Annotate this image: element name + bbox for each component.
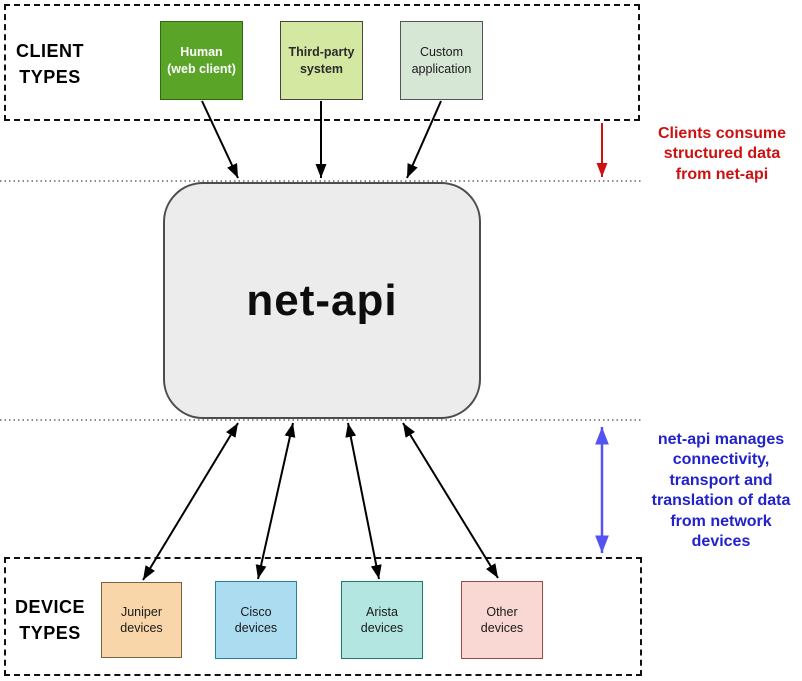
client-types-frame — [4, 4, 640, 121]
node-cisco-devices: Cisco devices — [215, 581, 297, 659]
node-net-api: net-api — [163, 182, 481, 419]
node-human-web-client: Human (web client) — [160, 21, 243, 100]
node-third-party-system: Third-party system — [280, 21, 363, 100]
device-types-frame — [4, 557, 642, 676]
net-api-label: net-api — [246, 275, 398, 325]
node-arista-devices: Arista devices — [341, 581, 423, 659]
arrow-netapi-cisco — [255, 422, 296, 580]
client-types-title: CLIENT TYPES — [16, 41, 84, 88]
annotation-clients-consume: Clients consume structured data from net… — [657, 125, 787, 183]
node-juniper-devices: Juniper devices — [101, 582, 182, 658]
annotation-net-api-manages: net-api manages connectivity, transport … — [651, 431, 791, 551]
arrow-netapi-arista — [345, 422, 382, 580]
device-types-title: DEVICE TYPES — [14, 597, 86, 644]
arrow-netapi-other — [402, 422, 499, 579]
node-custom-application: Custom application — [400, 21, 483, 100]
node-other-devices: Other devices — [461, 581, 543, 659]
